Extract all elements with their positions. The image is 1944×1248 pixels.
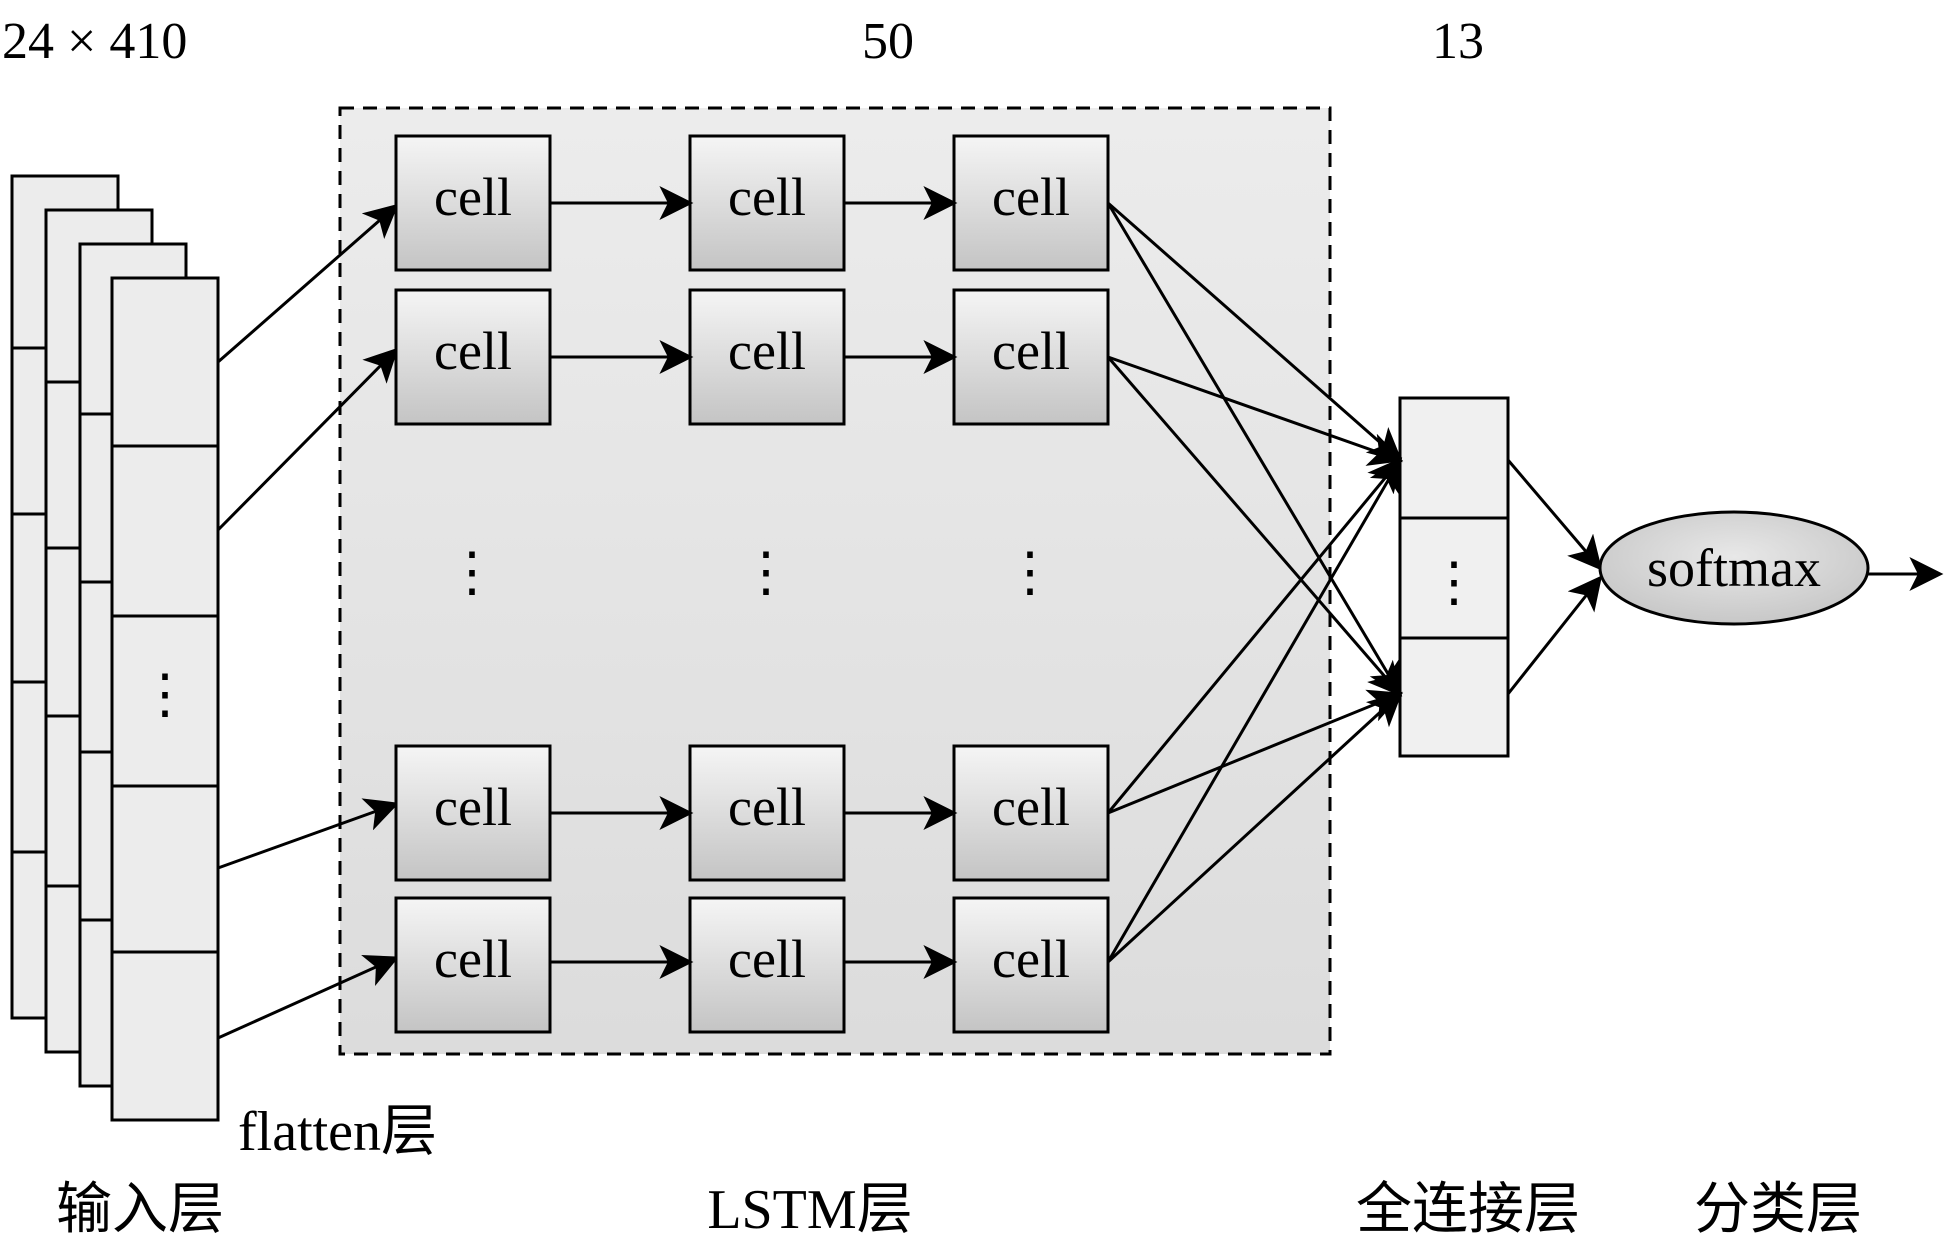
lstm-ellipsis-col2: ⋮: [739, 542, 793, 602]
fc-ellipsis: ⋮: [1427, 552, 1481, 612]
cell-r3-c3: [952, 744, 1110, 882]
input-stack: [10, 174, 220, 1122]
classify-layer-label: 分类层: [1694, 1179, 1862, 1241]
cell-r2-c2: [688, 288, 846, 426]
lstm-ellipsis-col1: ⋮: [445, 542, 499, 602]
cell-labels: cell cell cell cell cell cell cell cell …: [434, 167, 1070, 989]
cell-r4-c1: [394, 896, 552, 1034]
fc-layer-label: 全连接层: [1356, 1179, 1580, 1241]
lstm-ellipsis-col3: ⋮: [1003, 542, 1057, 602]
cell-label: cell: [434, 321, 512, 381]
recurrent-arrows: [550, 186, 958, 979]
cell-label: cell: [992, 321, 1070, 381]
flatten-column: [110, 276, 220, 1122]
cell-label: cell: [728, 167, 806, 227]
flatten-layer-label: flatten层: [238, 1101, 437, 1163]
cell-r2-c3: [952, 288, 1110, 426]
cell-r1-c1: [394, 134, 552, 272]
fc-to-softmax-arrows: [1506, 459, 1603, 695]
cell-label: cell: [992, 777, 1070, 837]
lstm-to-fc-arrows: [1106, 201, 1404, 964]
cell-r1-c3: [952, 134, 1110, 272]
flatten-ellipsis: ⋮: [138, 664, 192, 724]
cell-label: cell: [434, 777, 512, 837]
cell-label: cell: [992, 167, 1070, 227]
fc-block: [1398, 396, 1510, 758]
softmax-label: softmax: [1647, 538, 1821, 598]
input-arrows: [216, 203, 400, 1040]
cell-label: cell: [992, 929, 1070, 989]
cell-label: cell: [434, 167, 512, 227]
cell-label: cell: [728, 929, 806, 989]
cell-label: cell: [728, 321, 806, 381]
input-dimension: 24 × 410: [2, 13, 187, 70]
lstm-dimension: 50: [862, 13, 914, 70]
cell-label: cell: [434, 929, 512, 989]
fc-dimension: 13: [1432, 13, 1484, 70]
lstm-layer-label: LSTM层: [707, 1179, 912, 1241]
input-layer-label: 输入层: [56, 1179, 224, 1241]
softmax-node: [1598, 510, 1870, 626]
cell-r1-c2: [688, 134, 846, 272]
cell-r3-c1: [394, 744, 552, 882]
cell-label: cell: [728, 777, 806, 837]
fc-layer: [1398, 396, 1510, 758]
